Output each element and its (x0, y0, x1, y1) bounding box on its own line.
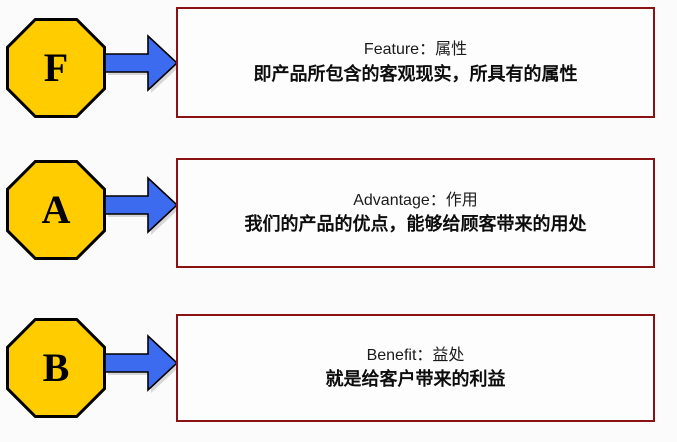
text-box-benefit: Benefit：益处 就是给客户带来的利益 (176, 314, 655, 422)
octagon-badge-f[interactable]: F (6, 18, 106, 118)
badge-letter: B (42, 345, 70, 390)
text-box-feature: Feature：属性 即产品所包含的客观现实，所具有的属性 (176, 7, 655, 118)
benefit-title: Benefit：益处 (366, 346, 465, 364)
arrow-feature (102, 32, 180, 94)
octagon-icon (6, 160, 106, 260)
advantage-title: Advantage：作用 (353, 191, 478, 209)
right-arrow-icon (104, 334, 180, 393)
octagon-badge-b[interactable]: B (6, 318, 106, 418)
right-arrow-icon (104, 176, 180, 235)
diagram-row-advantage: A Advantage：作用 我们的产品的优点，能够给顾客带来的用处 (0, 152, 677, 294)
octagon-icon (6, 318, 106, 418)
octagon-badge-a[interactable]: A (6, 160, 106, 260)
advantage-description: 我们的产品的优点，能够给顾客带来的用处 (244, 214, 587, 235)
diagram-row-benefit: B Benefit：益处 就是给客户带来的利益 (0, 306, 677, 442)
badge-letter: A (41, 187, 71, 232)
benefit-description: 就是给客户带来的利益 (325, 369, 506, 390)
text-box-advantage: Advantage：作用 我们的产品的优点，能够给顾客带来的用处 (176, 158, 655, 268)
badge-letter: F (43, 45, 69, 90)
arrow-benefit (102, 332, 180, 394)
octagon-icon (6, 18, 106, 118)
diagram-row-feature: F Feature：属性 即产品所包含的客观现实，所具有的属性 (0, 0, 677, 142)
feature-title: Feature：属性 (363, 41, 468, 59)
arrow-advantage (102, 174, 180, 236)
right-arrow-icon (104, 34, 180, 93)
feature-description: 即产品所包含的客观现实，所具有的属性 (253, 63, 578, 84)
